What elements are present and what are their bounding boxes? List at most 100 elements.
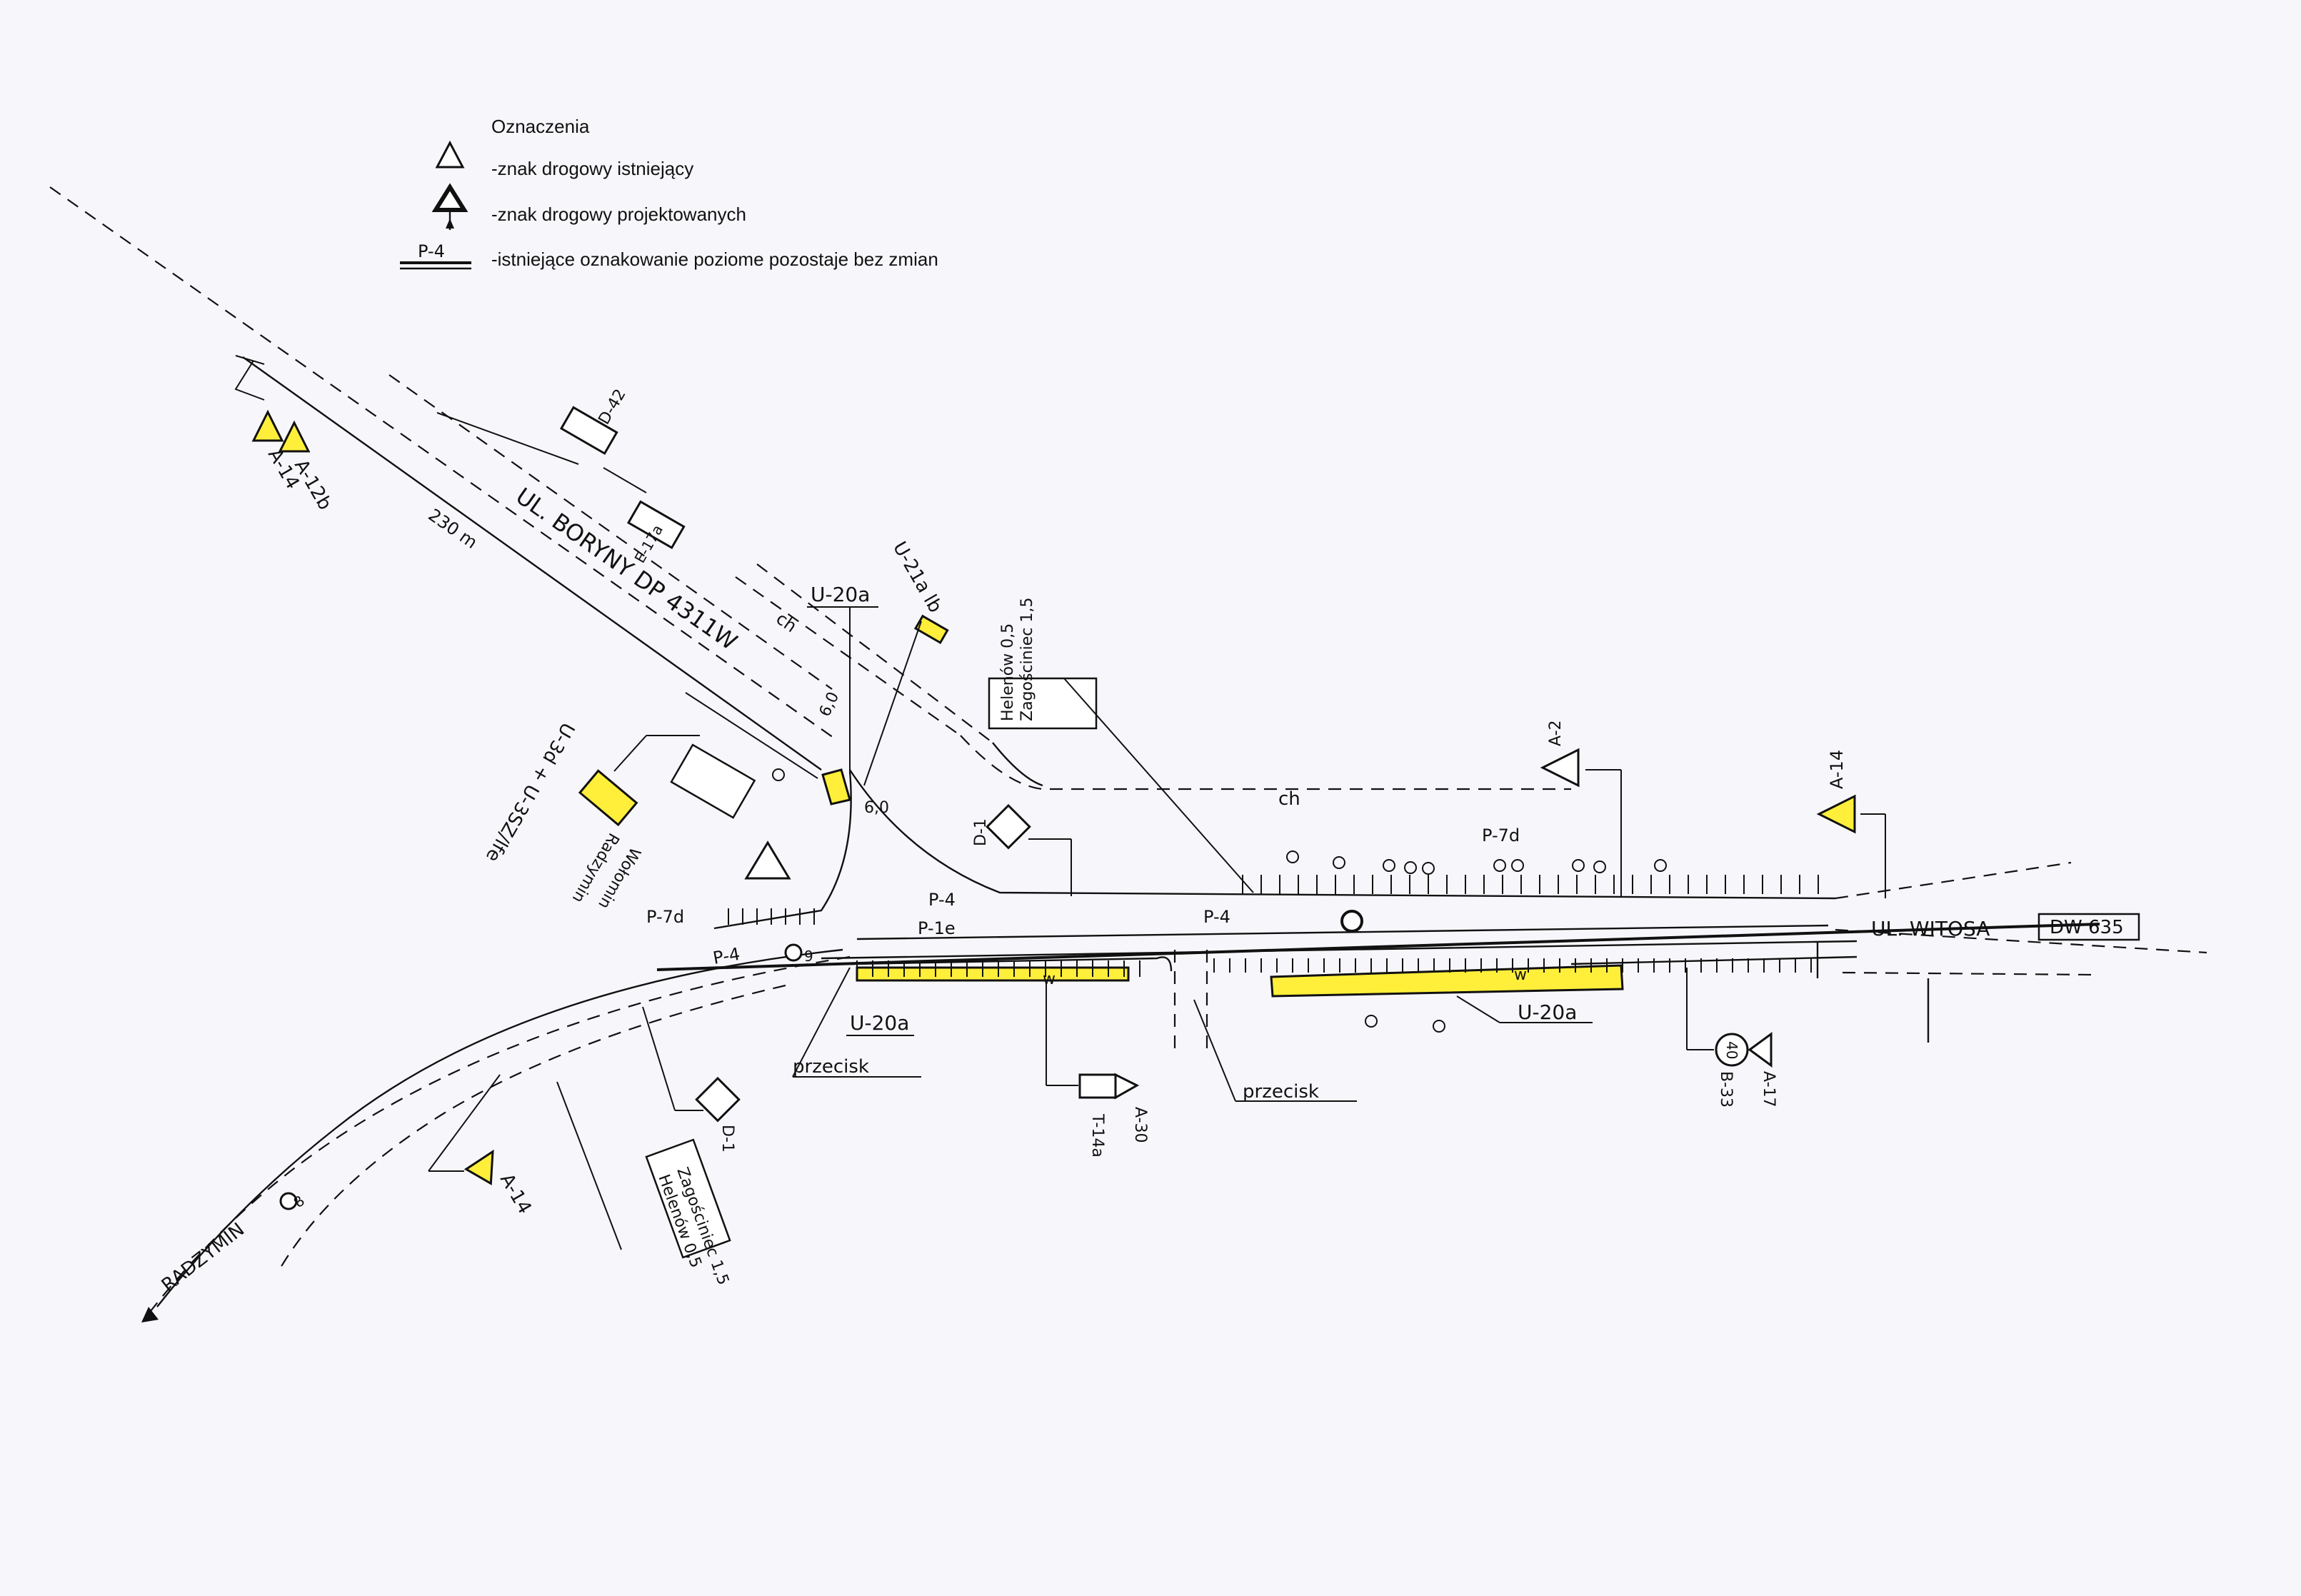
direction-top-line-2: Zagościniec 1,5 xyxy=(1018,598,1036,721)
p1e-label: P-1e xyxy=(918,918,956,938)
radzymin-outer-edge xyxy=(142,955,851,1322)
d42-sign-icon xyxy=(559,406,618,456)
przecisk-label-2: przecisk xyxy=(1243,1081,1319,1103)
km-post-witosa-icon xyxy=(1340,910,1363,933)
u20a-mid-label: U-20a xyxy=(850,1011,909,1035)
przecisk-leader-2 xyxy=(1193,999,1236,1102)
witosa-label: UL. WITOSA xyxy=(1871,917,1990,940)
p7d-label-b: P-7d xyxy=(1482,825,1520,845)
shrub-icon xyxy=(1365,1015,1378,1028)
boryny-parallel-1 xyxy=(735,576,961,736)
a14-sw-sign-icon xyxy=(463,1149,494,1185)
e17a-leader xyxy=(603,467,647,493)
witosa-east-dash-2 xyxy=(1842,971,2093,976)
witosa-lane-line xyxy=(856,924,1829,940)
u21ab-label: U-21a lb xyxy=(888,538,946,617)
shrub-icon xyxy=(1333,856,1345,869)
a17-label: A-17 xyxy=(1760,1071,1778,1108)
direction-bottom-leader xyxy=(556,1081,622,1250)
direction-sign-bottom xyxy=(645,1138,731,1259)
d1-bottom-leader-1 xyxy=(642,1006,676,1111)
ch-label-2: ch xyxy=(1278,788,1300,810)
a2-sign-icon xyxy=(1540,748,1580,788)
witosa-south-edge xyxy=(821,940,1858,960)
witosa-south-curb xyxy=(1570,955,1858,965)
designed-sign-symbol-icon xyxy=(431,183,468,212)
w-label-1: w xyxy=(1043,970,1056,988)
a12b-sign-icon xyxy=(278,420,311,453)
witosa-north-edge xyxy=(848,769,1836,900)
a14-east-sign-icon xyxy=(1816,794,1856,834)
designed-sign-arrow-icon xyxy=(446,219,454,229)
witosa-north-extension xyxy=(1835,861,2072,900)
w-label-2: w xyxy=(1514,966,1527,984)
shrub-icon xyxy=(772,768,785,781)
a14-sw-label: A-14 xyxy=(496,1170,536,1218)
dim-6-0-b: 6,0 xyxy=(864,799,889,817)
t14a-plate-icon xyxy=(1078,1073,1117,1099)
radzymin-inner-edge xyxy=(278,984,786,1272)
witosa-north-dash xyxy=(960,735,1571,791)
dw635-box xyxy=(2037,913,2140,941)
a30-label: A-30 xyxy=(1131,1107,1149,1143)
a12b-dim-tick xyxy=(235,355,265,365)
shrub-icon xyxy=(1286,850,1299,863)
shrub-icon xyxy=(1572,859,1585,872)
legend-designed-sign: -znak drogowy projektowanych xyxy=(491,204,746,225)
legend-title: Oznaczenia xyxy=(491,116,590,137)
legend-marking-code: P-4 xyxy=(418,241,445,261)
shrub-icon xyxy=(1433,1020,1445,1033)
shrub-icon xyxy=(1493,859,1506,872)
signs: A-14 A-12b D-42 E-17a U-20a U-21a lb Hel… xyxy=(234,355,1886,1288)
witosa-east-dash xyxy=(1835,928,2207,954)
a14-east-label: A-14 xyxy=(1827,750,1847,789)
u3d-label: U-3d + U-3SZ/lfe xyxy=(481,719,578,866)
existing-triangle-sign-icon xyxy=(744,840,791,880)
curb-ticks xyxy=(728,875,1819,977)
direction-top-leader-2 xyxy=(1063,678,1254,893)
d1-bottom-label: D-1 xyxy=(718,1125,736,1153)
km-post-9-icon xyxy=(784,943,803,962)
p4-label-b: P-4 xyxy=(1203,907,1230,927)
d1-top-sign-icon xyxy=(986,803,1031,850)
p4-label-c: P-4 xyxy=(711,944,741,968)
e17a-sign-icon xyxy=(626,500,686,550)
d42-leader xyxy=(436,412,579,465)
boryny-edge-left xyxy=(242,356,822,771)
shrub-icon xyxy=(1511,859,1524,872)
dw635-label: DW 635 xyxy=(2050,917,2124,938)
d1-top-label: D-1 xyxy=(972,818,990,846)
u20a-right-leader xyxy=(1456,995,1500,1023)
radzymin-label: RADZYMIN xyxy=(158,1219,249,1297)
witosa-north-curb xyxy=(992,742,1043,787)
boryny-edge-right xyxy=(388,374,833,690)
a2-label: A-2 xyxy=(1547,720,1565,746)
u3d-leader-1 xyxy=(613,735,647,772)
road-labels: UL. BORYNY DP 4311W 230 m UL. WITOSA DW … xyxy=(141,482,2140,1323)
existing-sign-symbol-icon xyxy=(435,140,465,169)
km-post-8-icon xyxy=(279,1192,298,1210)
radzymin-edge xyxy=(156,948,843,1308)
t14a-label: T-14a xyxy=(1088,1113,1106,1158)
a14-nw-sign-icon xyxy=(251,409,284,442)
u3d-leader-3 xyxy=(685,692,818,779)
shrub-icon xyxy=(1422,862,1435,875)
e2b-direction-sign xyxy=(670,743,756,819)
u20a-right-label: U-20a xyxy=(1518,1000,1577,1024)
boryny-outer-edge xyxy=(49,186,836,740)
dim-230m: 230 m xyxy=(425,505,481,553)
road-geometry xyxy=(49,186,2207,1322)
b33-value: 40 xyxy=(1723,1041,1740,1059)
legend-marking-text: -istniejące oznakowanie poziome pozostaj… xyxy=(491,249,938,270)
p4-label-a: P-4 xyxy=(928,890,956,910)
ch-label-1: ch xyxy=(773,608,801,636)
b33-sign-icon xyxy=(1715,1033,1749,1067)
u20a-curb-east xyxy=(1270,964,1624,998)
u20a-top-label: U-20a xyxy=(811,583,870,606)
radzymin-arrow-icon xyxy=(141,1307,159,1323)
legend-existing-sign: -znak drogowy istniejący xyxy=(491,158,693,179)
direction-top-line-1: Helenów 0,5 xyxy=(999,623,1017,721)
u21ab-sign-icon xyxy=(913,614,949,645)
dim-6-0-a: 6,0 xyxy=(816,689,843,719)
